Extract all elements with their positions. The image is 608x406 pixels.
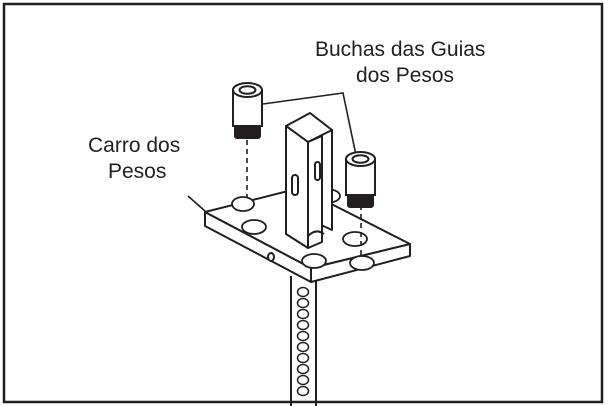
- left-bushing: [232, 82, 263, 139]
- carriage-label-line2: Pesos: [108, 160, 167, 183]
- right-bushing: [345, 151, 376, 208]
- dashed-guides: [246, 140, 362, 256]
- leader-lines: [187, 92, 358, 212]
- bushings-label-line2: dos Pesos: [356, 64, 455, 87]
- selector-rod: [290, 276, 317, 406]
- center-post: [285, 112, 333, 249]
- rod-holes: [296, 286, 310, 397]
- bushings-label-line1: Buchas das Guias: [315, 38, 486, 61]
- carriage-label-line1: Carro dos: [88, 134, 181, 157]
